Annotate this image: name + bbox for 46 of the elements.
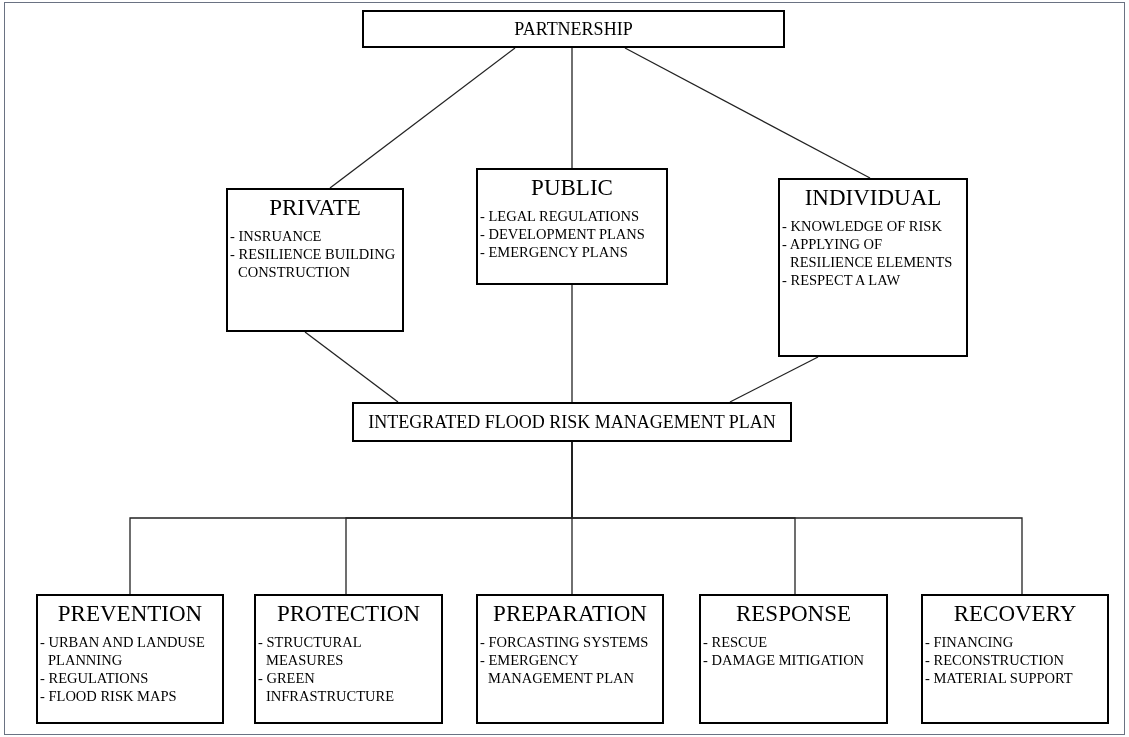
category-box [36, 594, 224, 724]
box-heading: PARTNERSHIP [513, 17, 634, 41]
category-box [921, 594, 1109, 724]
list-item: - MATERIAL SUPPORT [924, 668, 1074, 687]
connector-line [304, 331, 399, 403]
list-item: - RESILIENCE BUILDING CONSTRUCTION [229, 244, 397, 281]
box-heading: PREPARATION [492, 600, 648, 628]
list-item: - REGULATIONS [39, 668, 150, 687]
list-item: - EMERGENCY PLANS [479, 242, 629, 261]
box-heading: PROTECTION [275, 600, 422, 628]
list-item: - INSRUANCE [229, 226, 323, 245]
box-heading: RECOVERY [952, 600, 1078, 628]
list-item: - EMERGENCY MANAGEMENT PLAN [479, 650, 635, 687]
category-box [699, 594, 888, 724]
list-item: - KNOWLEDGE OF RISK [781, 216, 943, 235]
box-heading: PREVENTION [56, 600, 204, 628]
box-heading: INTEGRATED FLOOD RISK MANAGEMENT PLAN [367, 410, 777, 434]
list-item: - RECONSTRUCTION [924, 650, 1065, 669]
connector-line [729, 356, 819, 403]
list-item: - STRUCTURAL MEASURES [257, 632, 362, 669]
box-heading: PRIVATE [268, 194, 362, 222]
list-item: - URBAN AND LANDUSE PLANNING [39, 632, 206, 669]
list-item: - LEGAL REGULATIONS [479, 206, 640, 225]
box-heading: PUBLIC [530, 174, 614, 202]
category-box [476, 594, 664, 724]
box-heading: INDIVIDUAL [803, 184, 943, 212]
list-item: - DEVELOPMENT PLANS [479, 224, 646, 243]
connector-line [571, 47, 573, 169]
category-box [476, 168, 668, 285]
list-item: - DAMAGE MITIGATION [702, 650, 866, 669]
list-item: - FLOOD RISK MAPS [39, 686, 178, 705]
list-item: - RESPECT A LAW [781, 270, 902, 289]
connector-line [571, 284, 573, 403]
connector-line [329, 47, 516, 189]
list-item: - APPLYING OF RESILIENCE ELEMENTS [781, 234, 954, 271]
connector-line [624, 47, 871, 179]
title-box [362, 10, 785, 48]
list-item: - FINANCING [924, 632, 1015, 651]
list-item: - RESCUE [702, 632, 769, 651]
category-box [778, 178, 968, 357]
category-box [226, 188, 404, 332]
category-box [254, 594, 443, 724]
title-box [352, 402, 792, 442]
list-item: - FORCASTING SYSTEMS [479, 632, 650, 651]
box-heading: RESPONSE [734, 600, 852, 628]
list-item: - GREEN INFRASTRUCTURE [257, 668, 396, 705]
